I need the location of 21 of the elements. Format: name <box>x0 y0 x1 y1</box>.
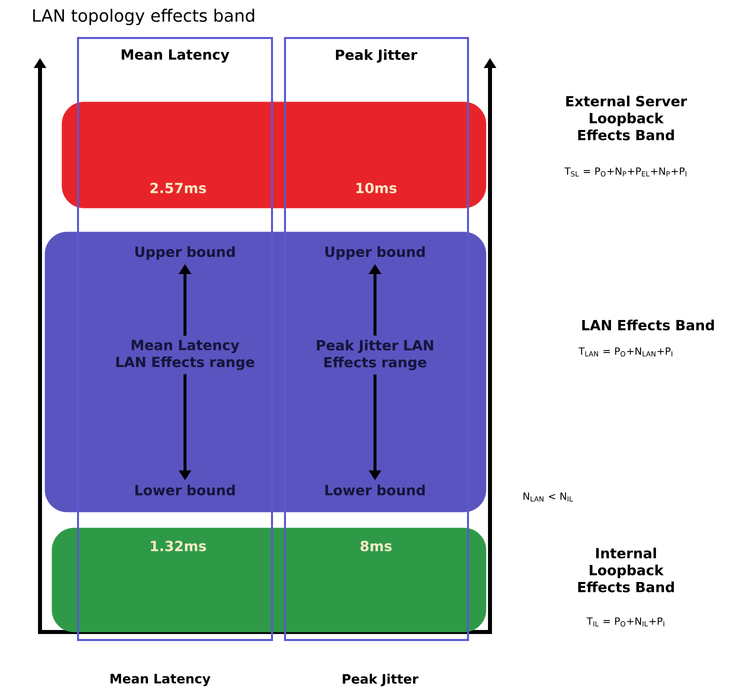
column-heading: Peak Jitter <box>336 49 418 63</box>
band-text: Lower bound <box>325 484 425 496</box>
formula-text: T$_{LAN}$ = P$_{O}$+N$_{LAN}$+P$_{I}$ <box>578 347 672 357</box>
column-heading: Mean Latency <box>122 49 230 63</box>
axis-label: Peak Jitter <box>342 674 418 686</box>
axis-label: Mean Latency <box>110 674 210 686</box>
band-heading: Internal Loopback Effects Band <box>578 548 674 592</box>
band-heading: LAN Effects Band <box>582 320 714 330</box>
band <box>44 232 486 512</box>
band-text: Lower bound <box>135 484 235 496</box>
band: 1.32ms 8ms <box>52 528 486 632</box>
band-text: Upper bound <box>325 246 425 260</box>
band-text: Mean Latency LAN Effects range <box>116 340 254 370</box>
band-text: Upper bound <box>135 246 235 260</box>
formula-text: T$_{SL}$ = P$_{O}$+N$_{P}$+P$_{EL}$+N$_{P}$+P$_{I}$ <box>564 167 686 177</box>
band: 2.57ms 10ms <box>62 102 486 208</box>
formula-text: T$_{IL}$ = P$_{O}$+N$_{IL}$+P$_{I}$ <box>586 617 664 627</box>
band-text: Peak Jitter LAN Effects range <box>316 340 434 370</box>
band-heading: External Server Loopback Effects Band <box>566 96 687 140</box>
title: LAN topology effects band <box>33 8 254 26</box>
formula-text: N$_{LAN}$ < N$_{IL}$ <box>524 492 573 502</box>
